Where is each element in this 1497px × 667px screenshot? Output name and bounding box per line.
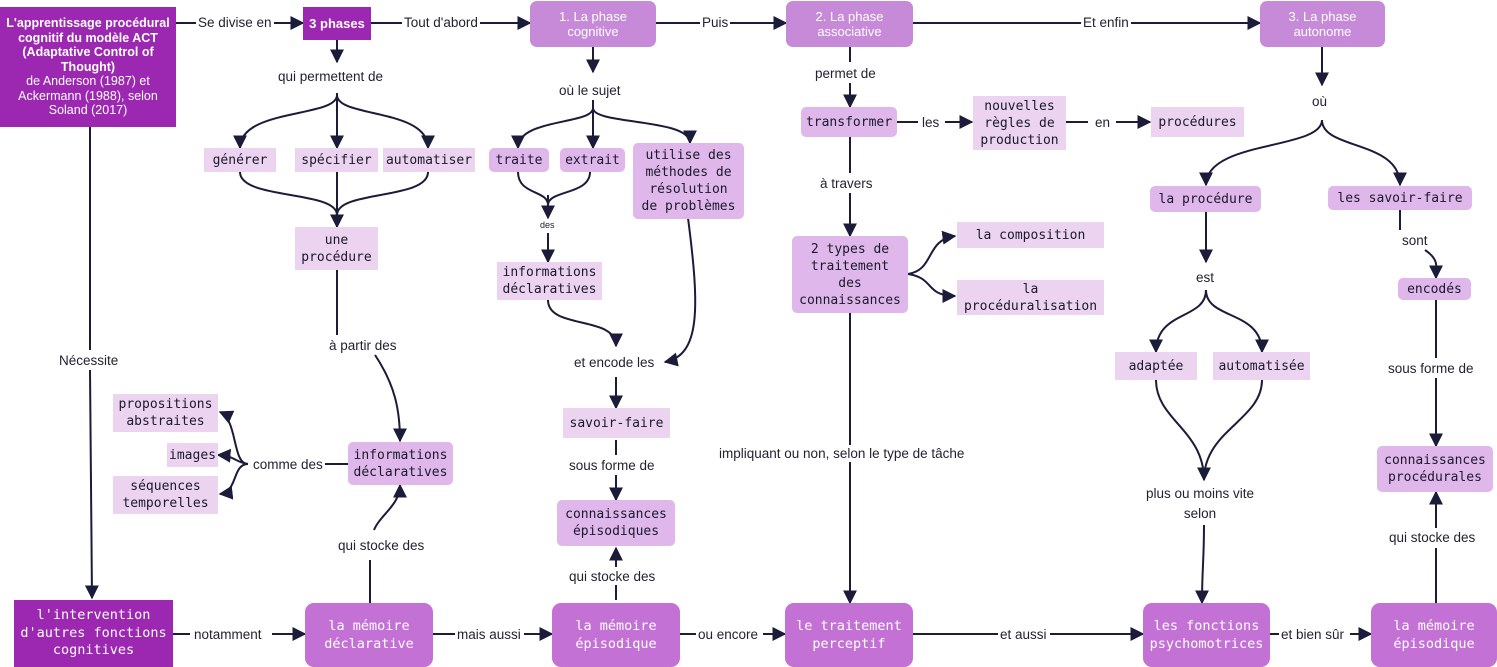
node-informations-declaratives-left[interactable]: informations déclaratives [348, 442, 453, 485]
node-informations-declaratives-mid[interactable]: informations déclaratives [497, 262, 602, 300]
node-une-procedure[interactable]: une procédure [295, 227, 378, 270]
link-label-sous-forme-de-2: sous forme de [1386, 360, 1476, 377]
node-transformer[interactable]: transformer [801, 107, 897, 137]
link-label-les: les [920, 114, 942, 131]
node-utilise-methodes[interactable]: utilise des méthodes de résolution de pr… [633, 143, 744, 219]
node-traite[interactable]: traite [489, 148, 549, 172]
link-label-mais-aussi: mais aussi [455, 626, 523, 643]
title-bold-text: L'apprentissage procédural cognitif du m… [6, 16, 170, 74]
node-propositions-abstraites[interactable]: propositions abstraites [113, 394, 218, 432]
node-procedures[interactable]: procédures [1151, 107, 1244, 137]
link-label-et-aussi: et aussi [998, 626, 1049, 643]
node-phase-cognitive[interactable]: 1. La phase cognitive [530, 1, 656, 47]
link-label-a-travers: à travers [818, 175, 875, 192]
link-label-a-partir-des: à partir des [327, 337, 399, 354]
link-label-ou-le-sujet: où le sujet [557, 82, 623, 99]
link-label-se-divise-en: Se divise en [196, 14, 274, 31]
link-label-sont: sont [1400, 232, 1430, 249]
node-savoir-faire[interactable]: savoir-faire [563, 408, 670, 438]
node-automatisee[interactable]: automatisée [1213, 352, 1310, 380]
node-la-procedure[interactable]: la procédure [1150, 186, 1261, 212]
link-label-notamment: notamment [192, 626, 264, 643]
node-three-phases[interactable]: 3 phases [303, 7, 371, 40]
link-label-qui-stocke-des-2: qui stocke des [336, 537, 427, 554]
link-label-tout-dabord: Tout d'abord [402, 14, 480, 31]
link-label-et-encode-les: et encode les [572, 354, 657, 371]
node-phase-autonomous[interactable]: 3. La phase autonome [1260, 1, 1385, 47]
link-label-en: en [1093, 114, 1113, 131]
link-label-et-bien-sur: et bien sûr [1279, 626, 1347, 643]
link-label-qui-stocke-des-3: qui stocke des [1387, 529, 1478, 546]
node-memoire-episodique[interactable]: la mémoire épisodique [552, 603, 680, 667]
node-fonctions-psychomotrices[interactable]: les fonctions psychomotrices [1143, 603, 1270, 667]
node-les-savoir-faire[interactable]: les savoir-faire [1328, 186, 1472, 210]
link-label-qui-stocke-des-1: qui stocke des [567, 568, 658, 585]
link-label-des: des [538, 219, 557, 231]
node-phase-associative[interactable]: 2. La phase associative [786, 1, 913, 47]
node-automatiser[interactable]: automatiser [383, 148, 475, 172]
node-generer[interactable]: générer [204, 148, 276, 172]
node-extrait[interactable]: extrait [560, 148, 625, 172]
link-label-ou: où [1310, 93, 1330, 110]
node-memoire-declarative[interactable]: la mémoire déclarative [305, 603, 433, 667]
node-memoire-episodique-2[interactable]: la mémoire épisodique [1371, 603, 1497, 667]
link-label-qui-permettent-de: qui permettent de [276, 68, 386, 85]
link-label-et-enfin: Et enfin [1081, 14, 1131, 31]
node-specifier[interactable]: spécifier [295, 148, 378, 172]
node-nouvelles-regles[interactable]: nouvelles règles de production [973, 96, 1066, 150]
title-normal-text: de Anderson (1987) et Ackermann (1988), … [18, 74, 158, 118]
node-sequences-temporelles[interactable]: séquences temporelles [113, 476, 218, 514]
title-node[interactable]: L'apprentissage procédural cognitif du m… [0, 7, 176, 127]
link-label-impliquant: impliquant ou non, selon le type de tâch… [717, 445, 967, 462]
node-images[interactable]: images [167, 443, 218, 467]
node-traitement-perceptif[interactable]: le traitement perceptif [785, 603, 913, 667]
node-encodes[interactable]: encodés [1398, 278, 1471, 300]
link-label-permet-de: permet de [813, 65, 878, 82]
node-connaissances-procedurales[interactable]: connaissances procédurales [1377, 446, 1493, 492]
node-la-proceduralisation[interactable]: la procéduralisation [957, 280, 1104, 315]
link-label-sous-forme-de-1: sous forme de [567, 457, 657, 474]
link-label-necessite: Nécessite [57, 352, 121, 369]
link-label-comme-des: comme des [251, 456, 325, 473]
node-intervention-fonctions-cognitives[interactable]: l'intervention d'autres fonctions cognit… [14, 600, 173, 667]
link-label-est: est [1194, 269, 1217, 286]
link-label-plus-ou-moins-vite: plus ou moins vite selon [1144, 484, 1257, 524]
node-la-composition[interactable]: la composition [957, 222, 1104, 248]
node-adaptee[interactable]: adaptée [1115, 352, 1197, 380]
link-label-ou-encore: ou encore [696, 626, 761, 643]
node-connaissances-episodiques[interactable]: connaissances épisodiques [557, 500, 675, 546]
link-label-puis: Puis [700, 14, 731, 31]
node-deux-types-traitement[interactable]: 2 types de traitement des connaissances [792, 236, 908, 313]
